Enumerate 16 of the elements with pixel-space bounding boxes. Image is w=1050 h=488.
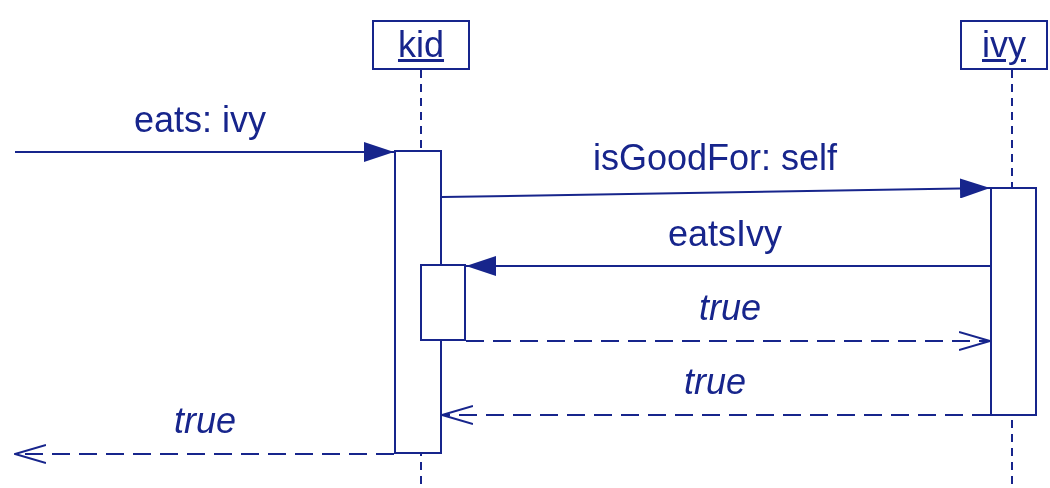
message-label: true: [684, 364, 746, 400]
message-label: true: [699, 290, 761, 326]
activation-bar: [420, 264, 466, 341]
message-arrow: [14, 142, 395, 162]
return-arrow: [14, 444, 395, 464]
message-arrow: [465, 256, 991, 276]
return-arrow: [465, 331, 991, 351]
message-label: true: [174, 403, 236, 439]
object-box: kid: [372, 20, 470, 70]
message-label: eats: ivy: [134, 102, 266, 138]
return-arrow: [441, 405, 991, 425]
message-label: eatsIvy: [668, 216, 782, 252]
message-arrow: [441, 178, 991, 199]
message-label: isGoodFor: self: [592, 140, 838, 176]
activation-bar: [990, 187, 1037, 416]
object-box: ivy: [960, 20, 1048, 70]
